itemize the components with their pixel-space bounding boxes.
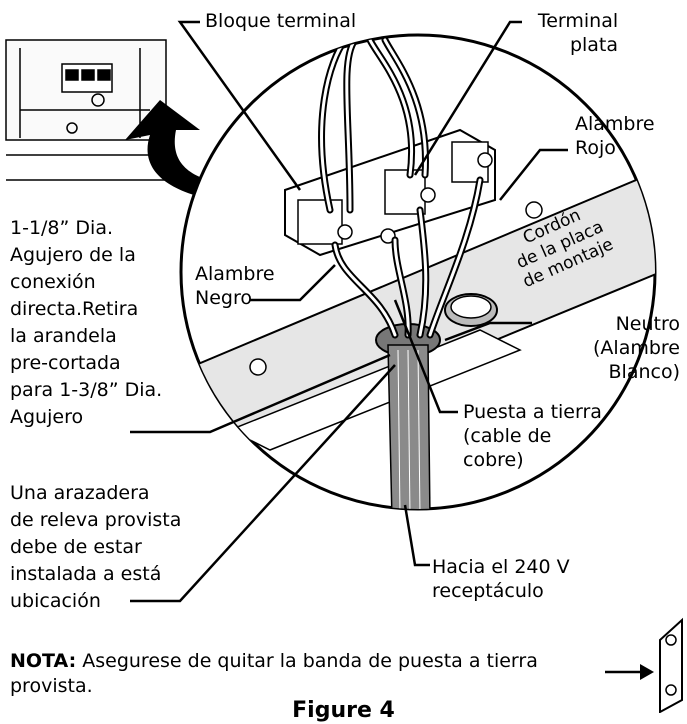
label-neutro-line3: Blanco) bbox=[608, 361, 680, 383]
note-body: Asegurese de quitar la banda de puesta a… bbox=[76, 650, 538, 672]
label-terminal-plata: Terminal plata bbox=[528, 9, 628, 57]
label-arazadera-line: de releva provista bbox=[10, 509, 182, 531]
label-agujero-line: Agujero bbox=[10, 406, 84, 428]
label-agujero-line: Agujero de la bbox=[10, 244, 136, 266]
label-puesta-tierra: Puesta a tierra (cable de cobre) bbox=[463, 400, 602, 472]
inset-appliance-view bbox=[5, 39, 175, 181]
note-bold-label: NOTA: bbox=[10, 650, 77, 672]
label-hacia-240v-line2: receptáculo bbox=[432, 580, 544, 602]
label-hacia-240v-line1: Hacia el 240 V bbox=[432, 556, 570, 578]
label-bloque-terminal: Bloque terminal bbox=[205, 10, 357, 32]
label-terminal-plata-line1: Terminal bbox=[537, 10, 619, 32]
label-alambre-rojo: Alambre Rojo bbox=[575, 112, 655, 160]
leader-lines bbox=[130, 20, 568, 603]
label-agujero-line: directa.Retira bbox=[10, 298, 139, 320]
label-agujero-line: 1-1/8” Dia. bbox=[10, 217, 113, 239]
label-arazadera-line: Una arazadera bbox=[10, 482, 150, 504]
label-neutro-line1: Neutro bbox=[615, 313, 680, 335]
label-terminal-plata-line2: plata bbox=[569, 34, 619, 56]
note-body-line2: provista. bbox=[10, 675, 93, 697]
label-agujero: 1-1/8” Dia. Agujero de la conexión direc… bbox=[10, 215, 162, 431]
curved-arrow bbox=[125, 100, 235, 200]
note-text: NOTA: Asegurese de quitar la banda de pu… bbox=[10, 649, 610, 699]
label-neutro: Neutro (Alambre Blanco) bbox=[540, 312, 680, 384]
label-puesta-tierra-line1: Puesta a tierra bbox=[463, 401, 602, 423]
label-alambre-negro-line1: Alambre bbox=[195, 263, 275, 285]
label-alambre-negro: Alambre Negro bbox=[195, 262, 275, 310]
grounding-strap bbox=[605, 617, 683, 713]
label-agujero-line: para 1-3/8” Dia. bbox=[10, 379, 163, 401]
label-alambre-negro-line2: Negro bbox=[195, 287, 252, 309]
label-agujero-line: conexión bbox=[10, 271, 96, 293]
label-arazadera: Una arazadera de releva provista debe de… bbox=[10, 480, 181, 615]
label-alambre-rojo-line1: Alambre bbox=[575, 113, 655, 135]
label-arazadera-line: instalada a está bbox=[10, 563, 162, 585]
label-puesta-tierra-line2: (cable de bbox=[463, 425, 552, 447]
label-hacia-240v: Hacia el 240 V receptáculo bbox=[432, 555, 570, 603]
label-arazadera-line: debe de estar bbox=[10, 536, 142, 558]
label-agujero-line: la arandela bbox=[10, 325, 117, 347]
figure-caption: Figure 4 bbox=[292, 698, 395, 723]
label-alambre-rojo-line2: Rojo bbox=[575, 137, 616, 159]
label-puesta-tierra-line3: cobre) bbox=[463, 449, 524, 471]
label-agujero-line: pre-cortada bbox=[10, 352, 121, 374]
label-arazadera-line: ubicación bbox=[10, 590, 101, 612]
label-neutro-line2: (Alambre bbox=[593, 337, 680, 359]
